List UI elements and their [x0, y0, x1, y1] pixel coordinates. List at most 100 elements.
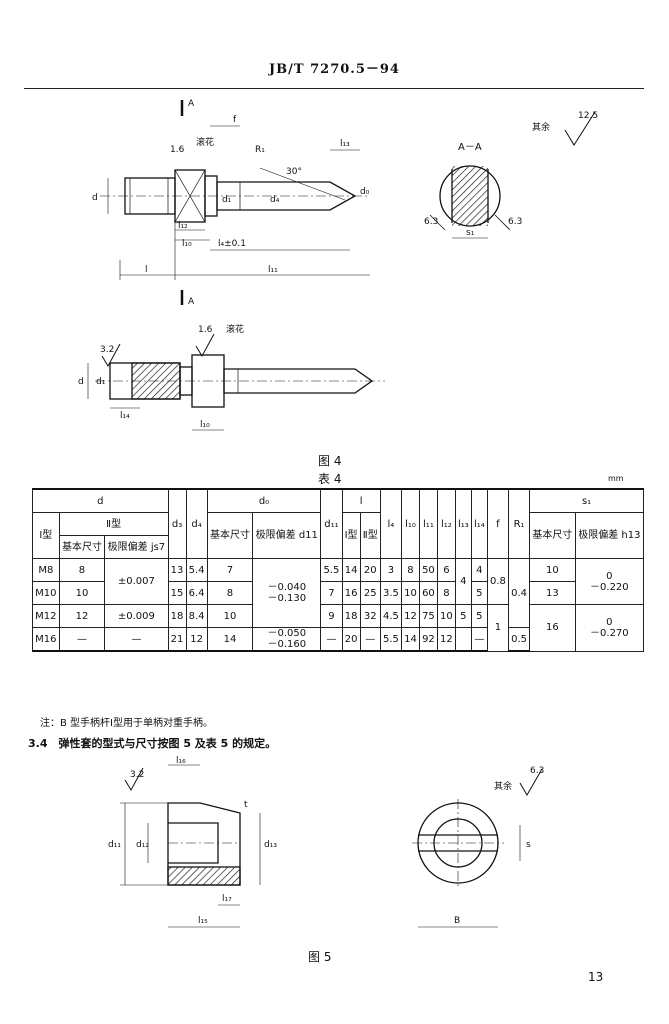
- th-d11: d₁₁: [320, 488, 343, 559]
- th-l14: l₁₄: [470, 488, 488, 559]
- cell-l-ii: 25: [359, 581, 381, 605]
- cell-s1-base: 16: [529, 604, 576, 652]
- roughness-6-3-left: 6.3: [424, 217, 438, 227]
- cell-base: 8: [58, 558, 106, 582]
- cell-d0-base: 14: [206, 627, 254, 652]
- cell-d11: —: [320, 627, 343, 652]
- cell-l14: 5: [470, 581, 488, 605]
- cell-l-ii: 32: [359, 604, 381, 628]
- dim-t: t: [244, 800, 248, 810]
- cell-d11: 7: [320, 581, 343, 605]
- cell-type: M10: [32, 581, 60, 605]
- section-mark-a-bottom: A: [188, 297, 195, 307]
- dim-s1: s₁: [466, 228, 475, 238]
- cell-l-ii: —: [359, 627, 381, 652]
- th-l4: l₄: [379, 488, 403, 559]
- cell-l11: 50: [418, 558, 438, 582]
- cell-type: M16: [32, 627, 60, 652]
- roughness-1-6: 1.6: [170, 145, 185, 155]
- th-type-i: Ⅰ型: [32, 512, 60, 559]
- cell-type: M8: [32, 558, 60, 582]
- cell-l4: 5.5: [379, 627, 403, 652]
- dim-l4: l₄±0.1: [218, 239, 246, 249]
- th-l10: l₁₀: [401, 488, 420, 559]
- cell-l12: 8: [436, 581, 456, 605]
- th-l: l: [341, 488, 381, 513]
- th-type-ii: Ⅱ型: [58, 512, 169, 536]
- dim-d11-fig5: d₁₁: [108, 840, 121, 850]
- cell-d3: 13: [167, 558, 187, 582]
- dim-d-lower: d: [78, 377, 84, 387]
- cell-d0-base: 8: [206, 581, 254, 605]
- cell-l12: 10: [436, 604, 456, 628]
- cell-l10: 14: [401, 627, 420, 652]
- surface-rest-value: 12.5: [578, 111, 598, 121]
- dim-l10-lower: l₁₀: [200, 420, 210, 430]
- th-s1-base: 基本尺寸: [529, 512, 576, 559]
- dim-d0: d₀: [360, 187, 370, 197]
- cell-f: 0.8: [486, 558, 509, 605]
- roughness-3-2: 3.2: [100, 345, 114, 355]
- cell-base: —: [58, 627, 106, 652]
- dim-d: d: [92, 193, 98, 203]
- cell-d0-dev: －0.040 －0.130: [252, 558, 322, 628]
- th-r1: R₁: [507, 488, 531, 559]
- th-d0-dev: 极限偏差 d11: [252, 512, 322, 559]
- cell-d0-base: 7: [206, 558, 254, 582]
- th-l-type-ii: Ⅱ型: [359, 512, 381, 559]
- cell-l13: [454, 627, 472, 652]
- cell-s1-dev: 0 －0.270: [574, 604, 645, 652]
- cell-l13: 5: [454, 604, 472, 628]
- table-note: 注：B 型手柄杆Ⅰ型用于单柄对重手柄。: [40, 718, 213, 729]
- knurl-label: 滚花: [196, 136, 214, 148]
- cell-l10: 12: [401, 604, 420, 628]
- cell-l11: 75: [418, 604, 438, 628]
- cell-l4: 3.5: [379, 581, 403, 605]
- dim-d4: d₄: [270, 195, 280, 205]
- th-d0: d₀: [206, 488, 322, 513]
- cell-l11: 92: [418, 627, 438, 652]
- knurl-label-lower: 滚花: [226, 323, 244, 335]
- page-number: 13: [588, 970, 604, 984]
- cell-r1: 0.4: [507, 558, 531, 628]
- figure-5-caption: 图 5: [308, 950, 332, 964]
- dim-b: B: [454, 916, 460, 926]
- cell-l11: 60: [418, 581, 438, 605]
- fig5-surface-rest-value: 6.3: [530, 766, 544, 776]
- dim-s: s: [526, 840, 531, 850]
- dim-l17: l₁₇: [222, 894, 232, 904]
- cell-dev: ±0.009: [104, 604, 169, 628]
- cell-d4: 5.4: [185, 558, 208, 582]
- fig5-surface-rest-label: 其余: [494, 780, 512, 792]
- cell-type: M12: [32, 604, 60, 628]
- cell-d3: 18: [167, 604, 187, 628]
- cell-l14: —: [470, 627, 488, 652]
- cell-s1-base: 10: [529, 558, 576, 582]
- cell-s1-base: 13: [529, 581, 576, 605]
- cell-d3: 21: [167, 627, 187, 652]
- table-4-caption: 表 4: [318, 472, 342, 486]
- cell-l10: 8: [401, 558, 420, 582]
- dim-d1-lower: d₁: [96, 377, 106, 387]
- cell-base: 12: [58, 604, 106, 628]
- th-l11: l₁₁: [418, 488, 438, 559]
- figure-5-drawing: 3.2 l₁₆ d₁₁ d₁₂ d₁₃ t l₁₇ l₁₅ 其余 6.3 s B: [108, 756, 544, 928]
- cell-l12: 6: [436, 558, 456, 582]
- section-title: A－A: [458, 142, 482, 153]
- cell-l12: 12: [436, 627, 456, 652]
- cell-l14: 5: [470, 604, 488, 628]
- cell-r1: 0.5: [507, 627, 531, 652]
- cell-dev: ±0.007: [104, 558, 169, 605]
- fig5-roughness-3-2: 3.2: [130, 770, 144, 780]
- dim-d12: d₁₂: [136, 840, 149, 850]
- cell-l13: 4: [454, 558, 472, 605]
- doc-header: JB/T 7270.5－94: [269, 62, 400, 77]
- dim-l12: l₁₂: [178, 221, 188, 231]
- surface-rest-label: 其余: [532, 121, 550, 133]
- roughness-1-6-lower: 1.6: [198, 325, 213, 335]
- dim-l16: l₁₆: [176, 756, 186, 766]
- th-d4: d₄: [185, 488, 208, 559]
- cell-l4: 4.5: [379, 604, 403, 628]
- table-unit: mm: [608, 474, 624, 483]
- cell-l10: 10: [401, 581, 420, 605]
